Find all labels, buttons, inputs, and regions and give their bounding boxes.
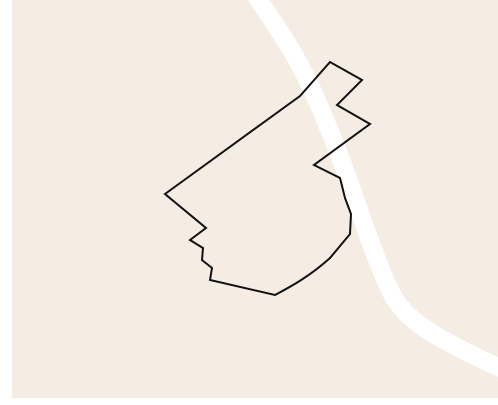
road[interactable] — [247, 0, 498, 377]
parcel-boundary[interactable] — [163, 60, 372, 297]
